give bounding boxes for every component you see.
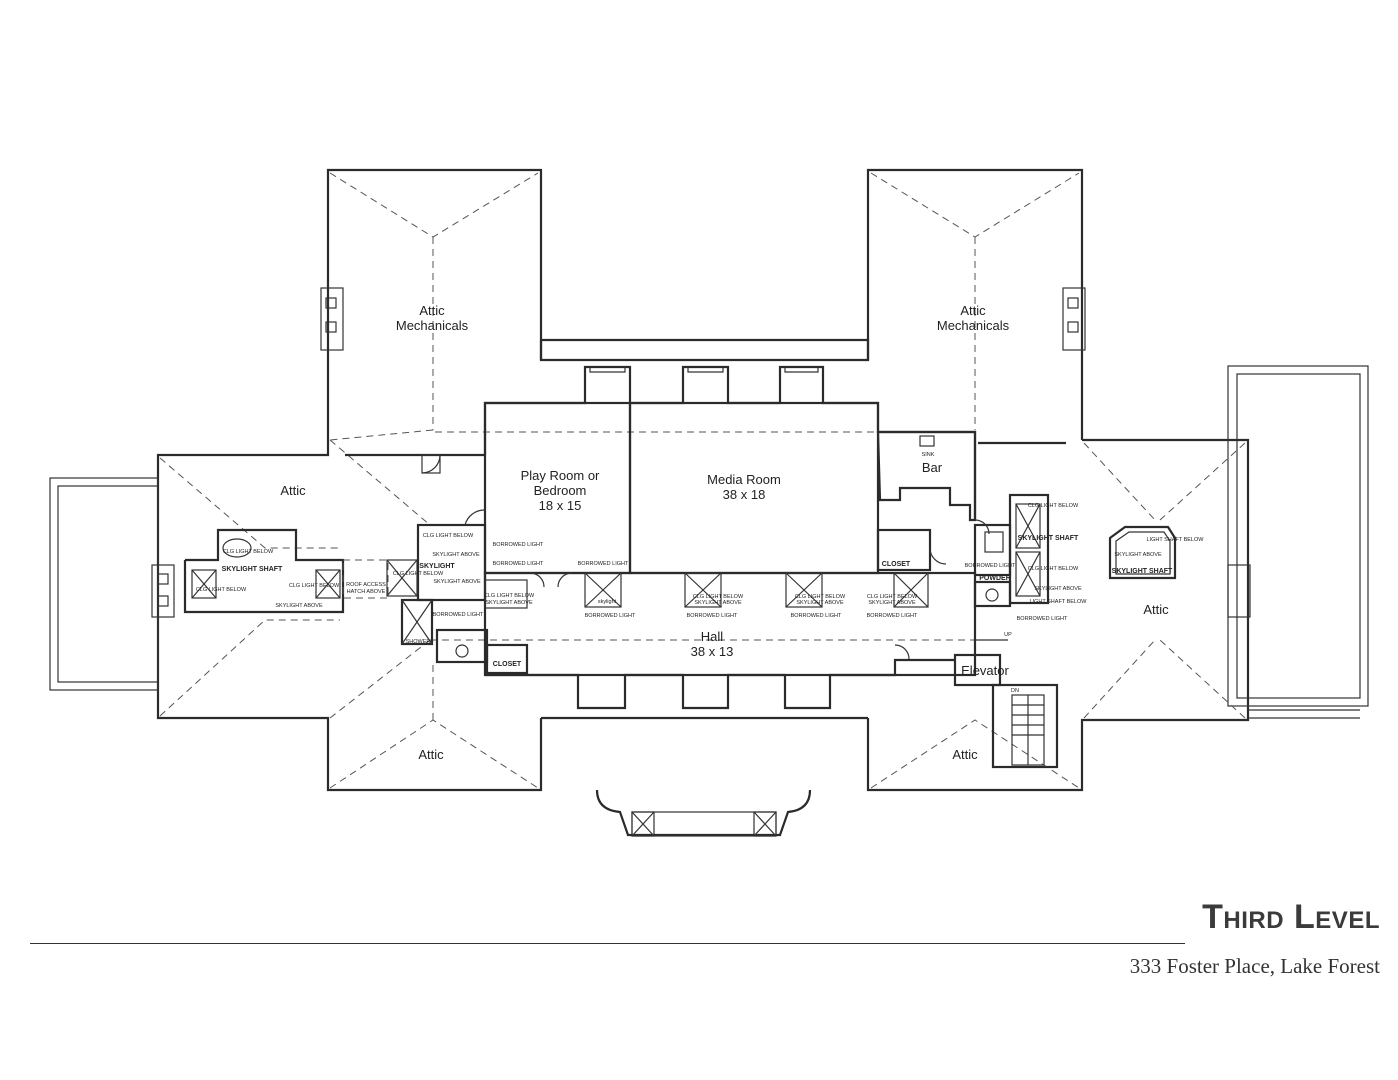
note: LIGHT SHAFT BELOW [1147,537,1205,543]
room-label: POWDER [979,575,1011,582]
room-label: 18 x 15 [539,498,582,513]
note: CLG LIGHT BELOW [693,594,744,600]
room-label: Media Room [707,472,781,487]
room-label: Attic [960,303,986,318]
room-label: 38 x 18 [723,487,766,502]
note: SKYLIGHT ABOVE [485,600,533,606]
room-label: Attic [1143,602,1169,617]
note: BORROWED LIGHT [965,563,1016,569]
room-label: Attic [280,483,306,498]
room-label: Attic [418,747,444,762]
room-label: Hall [701,629,724,644]
room-label: Bar [922,460,943,475]
note: BORROWED LIGHT [687,613,738,619]
note: SKYLIGHT ABOVE [1034,586,1082,592]
note: BORROWED LIGHT [791,613,842,619]
room-label: Attic [419,303,445,318]
note: SKYLIGHT SHAFT [222,566,283,573]
note: BORROWED LIGHT [1017,616,1068,622]
central-block: Play Room or Bedroom 18 x 15 BORROWED LI… [345,365,1066,710]
note: BORROWED LIGHT [578,561,629,567]
room-label: CLOSET [493,661,522,668]
note: SKYLIGHT ABOVE [694,600,742,606]
note: BORROWED LIGHT [493,561,544,567]
note: CLG LIGHT BELOW [423,533,474,539]
note: SKYLIGHT ABOVE [275,603,323,609]
room-label: Attic [952,747,978,762]
skylight-shaft-right: LIGHT SHAFT BELOW SKYLIGHT ABOVE SKYLIGH… [1108,525,1205,580]
note: CLG LIGHT BELOW [223,549,274,555]
roof-ridge [539,338,870,362]
note: DN [1011,688,1019,694]
attic-mechanicals-left: Attic Mechanicals [320,168,543,441]
attic-left-wing: Attic [49,439,543,792]
note: SKYLIGHT ABOVE [868,600,916,606]
note: CLG LIGHT BELOW [867,594,918,600]
attic-mechanicals-right: Attic Mechanicals [866,168,1086,440]
note: HATCH ABOVE [347,589,386,595]
skylight-shaft-left: CLG LIGHT BELOW SKYLIGHT SHAFT CLG LIGHT… [183,528,389,614]
note: SINK [922,452,935,458]
room-label: Mechanicals [396,318,469,333]
note: CLG LIGHT BELOW [393,571,444,577]
note: CLG LIGHT BELOW [1028,566,1079,572]
room-label: 38 x 13 [691,644,734,659]
note: ROOF ACCESS [346,582,386,588]
note: CLG LIGHT BELOW [289,583,340,589]
note: BORROWED LIGHT [867,613,918,619]
note: BORROWED LIGHT [433,612,484,618]
left-service-rooms: CLG LIGHT BELOW SKYLIGHT ABOVE SKYLIGHT … [386,454,535,675]
room-label: CLOSET [882,561,911,568]
room-label: SHOWER [406,639,431,645]
room-label: Elevator [961,663,1009,678]
note: SKYLIGHT [419,563,455,570]
room-label: Bedroom [534,483,587,498]
note: CLG LIGHT BELOW [1028,503,1079,509]
room-label: Play Room or [521,468,600,483]
note: BORROWED LIGHT [585,613,636,619]
attic-right-wing: Attic [866,365,1369,792]
note: CLG LIGHT BELOW [484,593,535,599]
note: skylight [598,599,617,605]
note: UP [1004,632,1012,638]
room-label: Mechanicals [937,318,1010,333]
note: SKYLIGHT SHAFT [1018,535,1079,542]
note: SKYLIGHT ABOVE [1114,552,1162,558]
attic-bottom: Attic Attic [329,660,1080,837]
note: BORROWED LIGHT [493,542,544,548]
note: CLG LIGHT BELOW [196,587,247,593]
note: SKYLIGHT ABOVE [796,600,844,606]
note: LIGHT SHAFT BELOW [1030,599,1088,605]
note: SKYLIGHT SHAFT [1112,568,1173,575]
right-service-rooms: BORROWED LIGHT POWDER CLG LIGHT BELOW SK… [929,493,1088,769]
note: CLG LIGHT BELOW [795,594,846,600]
note: SKYLIGHT ABOVE [433,579,481,585]
note: SKYLIGHT ABOVE [432,552,480,558]
